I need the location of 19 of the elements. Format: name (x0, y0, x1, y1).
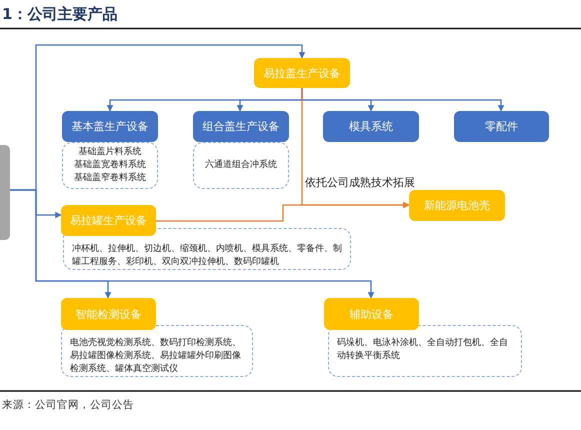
category-box: 模具系统 (323, 111, 419, 142)
category-box: 新能源电池壳 (409, 190, 505, 221)
edge-label: 依托公司成熟技术拓展 (304, 175, 416, 190)
box-shape (0, 145, 10, 240)
list-item: 六通道组合冲系统 (204, 159, 278, 172)
arrow (156, 202, 410, 222)
list-item: 基础盖片料系统 (78, 146, 142, 159)
list-item: 基础盖宽卷料系统 (73, 159, 147, 172)
category-box: 组合盖生产设备 (193, 111, 289, 142)
title: 1：公司主要产品 (2, 5, 118, 24)
list-item: 基础盖窄卷料系统 (73, 172, 147, 185)
category-box: 智能检测设备 (61, 298, 156, 330)
category-box: 零配件 (454, 111, 549, 142)
category-box: 辅助设备 (324, 298, 419, 330)
category-box: 基本盖生产设备 (62, 111, 158, 142)
category-box: 易拉罐生产设备 (61, 205, 156, 236)
caption: 来源：公司官网，公司公告 (2, 398, 134, 412)
category-box: 易拉盖生产设备 (254, 58, 350, 88)
arrow (10, 189, 374, 299)
